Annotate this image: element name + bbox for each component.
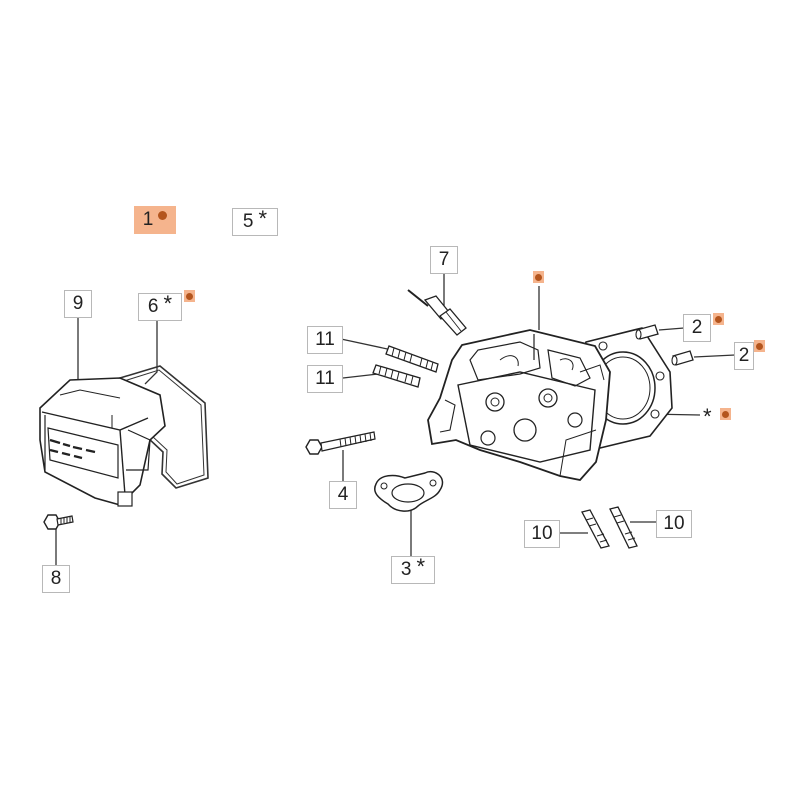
callout-2b: 2 — [734, 342, 754, 370]
leader-2b — [693, 354, 736, 358]
callout-number: 11 — [315, 368, 335, 389]
callout-number: 3 — [400, 559, 412, 580]
bolt-8 — [43, 514, 74, 530]
callout-11a: 11 — [307, 326, 343, 354]
dot-mark — [158, 210, 168, 220]
intake-gasket — [374, 471, 444, 512]
dot-tag-2a — [713, 313, 724, 325]
star-mark: * — [163, 291, 173, 316]
callout-number: 10 — [531, 523, 553, 544]
callout-11b: 11 — [307, 365, 343, 393]
callout-5: 5 * — [232, 206, 278, 236]
stud-11b — [372, 364, 421, 388]
leader-11a — [340, 338, 393, 351]
callout-number: 10 — [663, 513, 685, 534]
callout-number: 7 — [438, 249, 450, 270]
dowel-pin-2b — [671, 350, 694, 366]
dot-mark — [756, 342, 763, 350]
leader-2a — [658, 327, 685, 331]
dot-mark — [715, 315, 722, 323]
dot-mark — [535, 273, 542, 281]
callout-number: 6 — [147, 296, 159, 317]
callout-number: 5 — [242, 211, 254, 232]
dot-tag-gasket — [720, 408, 731, 420]
callout-number: 4 — [337, 484, 349, 505]
callout-9: 9 — [64, 290, 92, 318]
callout-8: 8 — [42, 565, 70, 593]
stud-11a — [385, 345, 439, 373]
callout-2a: 2 — [683, 314, 711, 342]
callout-number: 2 — [691, 317, 703, 338]
callout-number: 2 — [738, 345, 750, 366]
callout-number: 11 — [315, 329, 335, 350]
stud-10a — [581, 509, 610, 549]
leader-6 — [144, 320, 158, 385]
dot-tag-head — [533, 271, 544, 283]
dot-mark — [722, 410, 729, 418]
callout-number: 8 — [50, 568, 62, 589]
star-mark: * — [258, 206, 268, 231]
dot-tag-2b — [754, 340, 765, 352]
callout-4: 4 — [329, 481, 357, 509]
callout-7: 7 — [430, 246, 458, 274]
callout-10a: 10 — [524, 520, 560, 548]
callout-number: 9 — [72, 293, 84, 314]
callout-10b: 10 — [656, 510, 692, 538]
cylinder-head — [427, 329, 611, 481]
stud-10b — [609, 506, 638, 549]
callout-1: 1 — [134, 206, 176, 234]
bolt-4 — [305, 431, 376, 455]
dot-tag-6 — [184, 290, 195, 302]
callout-number: 1 — [142, 209, 154, 230]
callout-3: 3 * — [391, 554, 435, 584]
leader-11b — [342, 373, 379, 379]
star-mark: * — [416, 554, 426, 579]
callout-6: 6 * — [138, 291, 182, 321]
dot-mark — [186, 292, 193, 300]
spark-plug — [407, 289, 467, 336]
dowel-pin-2a — [635, 324, 659, 340]
valve-cover — [39, 377, 166, 507]
gasket-star-mark: * — [703, 404, 712, 429]
